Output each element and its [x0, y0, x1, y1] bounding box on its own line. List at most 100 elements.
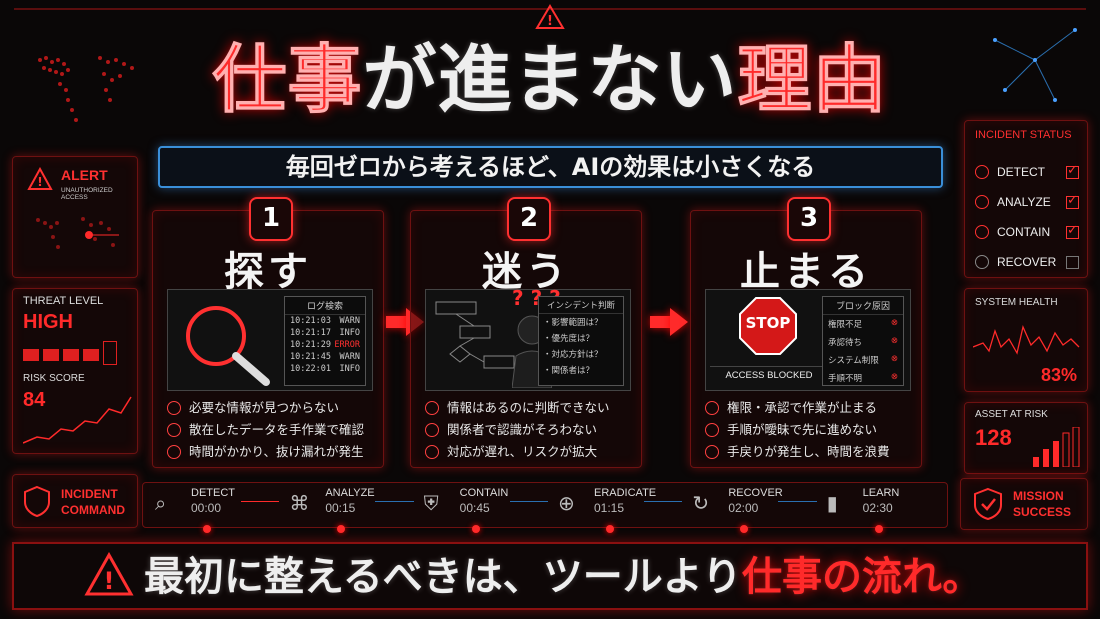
- flow-arrow-2: [650, 308, 690, 336]
- decision-item: ・影響範囲は？: [543, 318, 603, 328]
- blocked-screen: STOP ACCESS BLOCKED ブロック原因 権限不足⊗承認待ち⊗システ…: [705, 289, 911, 391]
- asset-risk-label: ASSET AT RISK: [975, 409, 1048, 420]
- status-checkbox: [1066, 222, 1079, 239]
- status-checkbox: [1066, 162, 1079, 179]
- timeline-dot: [874, 525, 883, 533]
- bullet-text: 手順が曖昧で先に進めない: [727, 422, 878, 437]
- svg-text:!: !: [37, 175, 42, 189]
- bullet-icon: [425, 423, 439, 437]
- bullet-item: 対応が遅れ、リスクが拡大: [425, 441, 635, 463]
- step-heading: 探す: [224, 249, 312, 295]
- log-level: WARN: [339, 316, 360, 326]
- log-time: 10:21:17: [290, 328, 331, 338]
- threat-level-bars: [23, 341, 117, 365]
- alert-warning-icon: !: [27, 167, 53, 190]
- step-bullets: 必要な情報が見つからない散在したデータを手作業で確認時間がかかり、抜け漏れが発生: [167, 397, 377, 463]
- risk-score-value: 84: [23, 389, 46, 411]
- bullet-item: 必要な情報が見つからない: [167, 397, 377, 419]
- x-circle-icon: ⊗: [890, 318, 898, 328]
- network-icon: ⌘: [289, 491, 310, 515]
- risk-trend-graph: [23, 396, 132, 444]
- decision-item: ・優先度は？: [543, 334, 595, 344]
- block-reason-item: 承認待ち⊗: [823, 333, 903, 351]
- bullet-item: 手戻りが発生し、時間を浪費: [705, 441, 915, 463]
- block-reason-item: 権限不足 ⊗: [823, 315, 903, 333]
- timeline-label: DETECT: [191, 487, 235, 499]
- status-checkbox: [1066, 192, 1079, 209]
- asset-bars-graph: [1033, 427, 1080, 467]
- search-icon: ⌕: [155, 491, 167, 515]
- mission-line2: SUCCESS: [1013, 505, 1072, 519]
- timeline-dot: [740, 525, 749, 533]
- timeline-connector: [644, 501, 683, 502]
- timeline-step-contain: CONTAIN 00:45: [460, 487, 509, 515]
- flowchart-graphic: [435, 301, 515, 369]
- title-part3: 理由: [737, 37, 888, 124]
- bullet-icon: [705, 445, 719, 459]
- timeline-label: ANALYZE: [325, 487, 375, 499]
- timeline-dot: [606, 525, 614, 533]
- incident-command-panel: INCIDENT COMMAND: [12, 474, 138, 528]
- status-icon: [975, 165, 989, 179]
- magnifier-icon: [186, 306, 270, 386]
- step-bullets: 権限・承認で作業が止まる手順が曖昧で先に進めない手戻りが発生し、時間を浪費: [705, 397, 915, 463]
- timeline-connector: [241, 501, 280, 502]
- system-health-value: 83%: [1040, 365, 1077, 385]
- mission-line1: MISSION: [1013, 489, 1064, 503]
- crosshair-icon: ⊕: [558, 491, 575, 515]
- timeline-connector: [375, 501, 414, 502]
- status-label: DETECT: [997, 165, 1045, 179]
- check-shield-icon: [974, 487, 1002, 521]
- block-reason-label: 手順不明: [828, 374, 863, 384]
- bullet-icon: [167, 401, 181, 415]
- log-time: 10:21:45: [290, 352, 331, 362]
- timeline-label: CONTAIN: [459, 487, 509, 499]
- log-panel-title: ログ検索: [285, 297, 365, 315]
- svg-text:!: !: [104, 567, 115, 595]
- timeline-dot: [471, 525, 480, 533]
- bullet-icon: [167, 423, 181, 437]
- incident-status-list: DETECTANALYZECONTAINRECOVER: [975, 157, 1079, 277]
- incident-command-line1: INCIDENT: [61, 487, 118, 501]
- step-number: 1: [249, 197, 293, 241]
- status-item-detect: DETECT: [975, 157, 1079, 187]
- timeline-dot: [337, 525, 346, 533]
- bullet-icon: [425, 445, 439, 459]
- mission-success-panel: MISSION SUCCESS: [960, 478, 1088, 530]
- status-label: CONTAIN: [997, 225, 1051, 239]
- bullet-icon: [705, 401, 719, 415]
- bullet-icon: [425, 401, 439, 415]
- status-item-recover: RECOVER: [975, 247, 1079, 277]
- decision-screen: ? ? ? インシデント判断 ・影響範囲は？・優先度は？・対応方針は？・関係者は…: [425, 286, 631, 391]
- log-level: ERROR: [334, 340, 360, 350]
- subtitle-banner: 毎回ゼロから考えるほど、AIの効果は小さくなる: [158, 146, 943, 188]
- decision-item: ・対応方針は？: [543, 350, 603, 360]
- step-heading: 止まる: [740, 249, 872, 295]
- timeline-time: 00:15: [325, 501, 356, 515]
- step-card-2: 2 迷う ? ? ? インシデント判断 ・影響範囲は？・優先度は？・対応方針は？…: [410, 197, 642, 468]
- block-reason-label: 権限不足: [828, 320, 863, 330]
- threat-label: THREAT LEVEL: [23, 295, 104, 307]
- timeline-time: 00:45: [459, 501, 490, 515]
- block-reason-panel: ブロック原因 権限不足⊗承認待ち⊗システム制限⊗手順不明⊗: [822, 296, 904, 386]
- timeline-time: 02:00: [728, 501, 759, 515]
- access-blocked-text: ACCESS BLOCKED: [710, 366, 828, 381]
- asset-risk-value: 128: [975, 425, 1012, 450]
- block-reason-item: システム制限⊗: [823, 351, 903, 369]
- stop-sign-text: STOP: [745, 314, 791, 332]
- timeline-time: 00:00: [191, 501, 222, 515]
- log-time: 10:22:01: [290, 364, 331, 374]
- risk-score-label: RISK SCORE: [23, 373, 85, 384]
- svg-text:!: !: [547, 14, 553, 29]
- incident-status-title: INCIDENT STATUS: [975, 129, 1072, 141]
- top-frame: [14, 8, 1086, 28]
- page-title: 仕事が進まない理由: [0, 30, 1100, 130]
- timeline-step-detect: DETECT 00:00: [191, 487, 235, 515]
- x-circle-icon: ⊗: [890, 354, 898, 364]
- status-item-contain: CONTAIN: [975, 217, 1079, 247]
- footer-message: 最初に整えるべきは、ツールより仕事の流れ。: [144, 550, 982, 604]
